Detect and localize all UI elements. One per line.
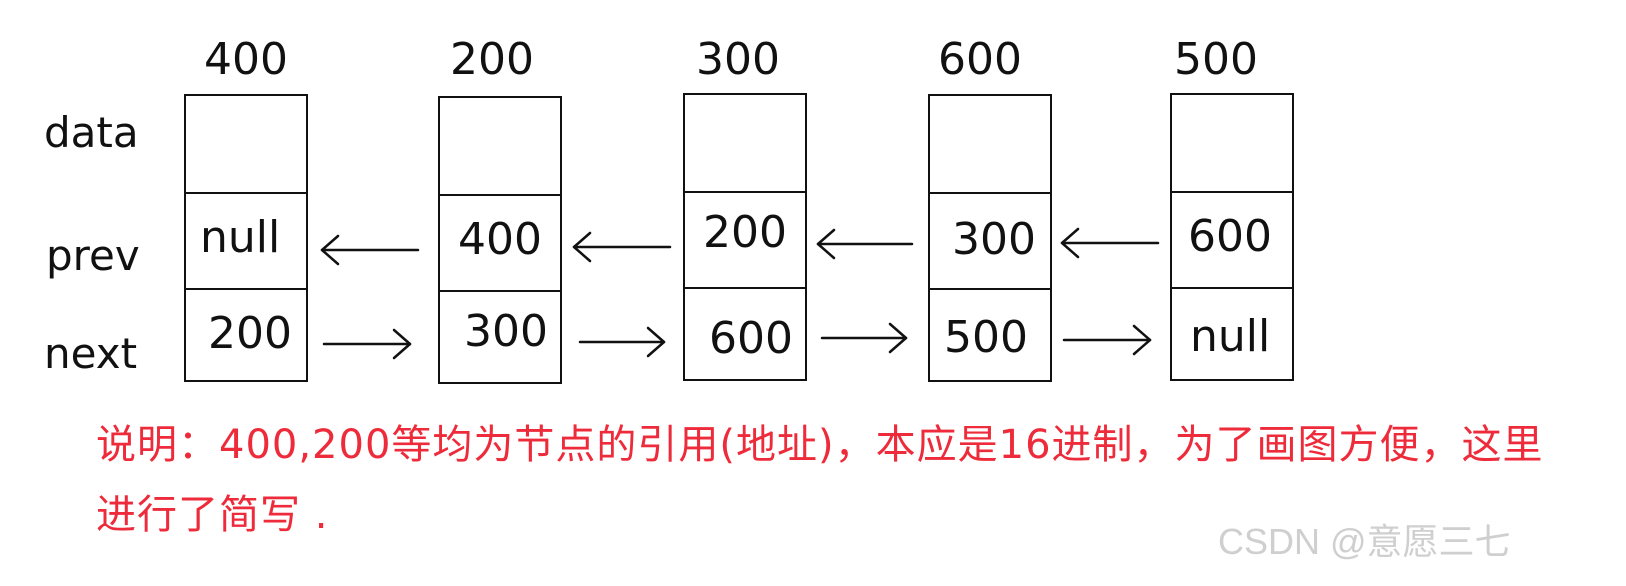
node-next-cell: 200	[186, 288, 306, 384]
node-next-value: 600	[709, 313, 793, 364]
node-next-cell: 600	[685, 287, 805, 383]
node-prev-cell: null	[186, 192, 306, 288]
node-address: 200	[450, 34, 534, 85]
prev-arrow	[1060, 227, 1160, 259]
next-arrow	[578, 326, 666, 358]
node-prev-cell: 400	[440, 194, 560, 290]
row-label-prev: prev	[46, 231, 140, 280]
next-arrow	[1062, 324, 1152, 356]
node-address: 300	[696, 34, 780, 85]
node-next-value: 200	[208, 308, 292, 359]
prev-arrow	[816, 228, 914, 260]
node-address: 400	[204, 34, 288, 85]
list-node: null 200	[184, 94, 308, 382]
list-node: 300 500	[928, 94, 1052, 382]
node-prev-cell: 300	[930, 192, 1050, 288]
node-prev-value: 300	[952, 214, 1036, 265]
node-prev-value: 400	[458, 214, 542, 265]
next-arrow	[322, 328, 412, 360]
node-prev-value: 600	[1188, 211, 1272, 262]
list-node: 200 600	[683, 93, 807, 381]
explanation-note: 说明：400,200等均为节点的引用(地址)，本应是16进制，为了画图方便，这里…	[96, 422, 1544, 538]
node-prev-cell: 600	[1172, 191, 1292, 287]
node-prev-value: 200	[703, 207, 787, 258]
node-next-cell: null	[1172, 287, 1292, 383]
node-next-cell: 500	[930, 288, 1050, 384]
node-next-cell: 300	[440, 290, 560, 386]
node-prev-value: null	[200, 212, 281, 263]
node-address: 600	[938, 34, 1022, 85]
node-next-value: 500	[944, 312, 1028, 363]
node-address: 500	[1174, 34, 1258, 85]
list-node: 600 null	[1170, 93, 1294, 381]
node-next-value: 300	[464, 306, 548, 357]
node-prev-cell: 200	[685, 191, 805, 287]
row-label-data: data	[44, 108, 139, 157]
node-next-value: null	[1190, 311, 1271, 362]
row-label-next: next	[44, 329, 138, 378]
prev-arrow	[320, 234, 420, 266]
next-arrow	[820, 322, 908, 354]
watermark-text: CSDN @意愿三七	[1218, 521, 1511, 562]
prev-arrow	[572, 231, 672, 263]
list-node: 400 300	[438, 96, 562, 384]
